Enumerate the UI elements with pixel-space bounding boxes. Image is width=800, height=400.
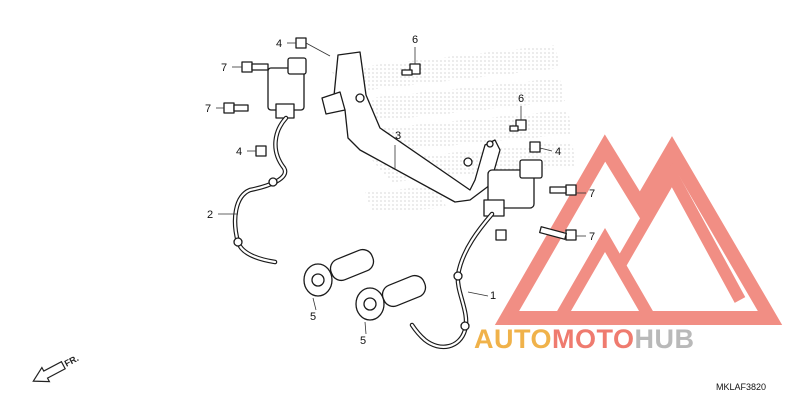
callout-6a: 6 (412, 34, 418, 46)
callout-6b: 6 (518, 93, 524, 105)
callout-7d: 7 (589, 231, 595, 243)
watermark-hub: HUB (635, 324, 695, 354)
callout-5a: 5 (310, 311, 316, 323)
bolt-7b (223, 102, 249, 114)
wire-part-2 (232, 115, 289, 265)
plug-cap-left (303, 248, 375, 297)
callout-5b: 5 (360, 335, 366, 347)
callout-1: 1 (490, 290, 496, 302)
wire-part-1 (409, 211, 495, 350)
leader-lines (216, 42, 586, 335)
callout-7b: 7 (205, 103, 211, 115)
direction-label: FR. (63, 353, 80, 369)
bracket-part-3 (321, 51, 501, 203)
clip-4c (529, 141, 541, 153)
watermark-moto: MOTO (552, 324, 635, 354)
watermark-text: AUTOMOTOHUB (474, 324, 695, 354)
callout-4a: 4 (276, 38, 282, 50)
clip-4a (295, 37, 307, 49)
callout-7c: 7 (589, 188, 595, 200)
front-direction-arrow: FR. (32, 353, 80, 383)
clip-4d (495, 229, 507, 241)
callout-7a: 7 (221, 62, 227, 74)
callout-2: 2 (207, 209, 213, 221)
bolt-7d (539, 226, 577, 241)
watermark-auto: AUTO (474, 324, 552, 354)
callout-3: 3 (395, 130, 401, 142)
callout-4b: 4 (236, 146, 242, 158)
diagram-code: MKLAF3820 (716, 382, 766, 392)
plug-cap-right (355, 274, 427, 321)
callout-4c: 4 (555, 146, 561, 158)
bolt-7a (241, 61, 269, 73)
left-ignition-coil (267, 57, 307, 119)
clip-4b (255, 145, 267, 157)
bolt-7c (549, 184, 577, 196)
right-ignition-coil (483, 159, 543, 217)
watermark-triangle-logo (494, 134, 783, 325)
